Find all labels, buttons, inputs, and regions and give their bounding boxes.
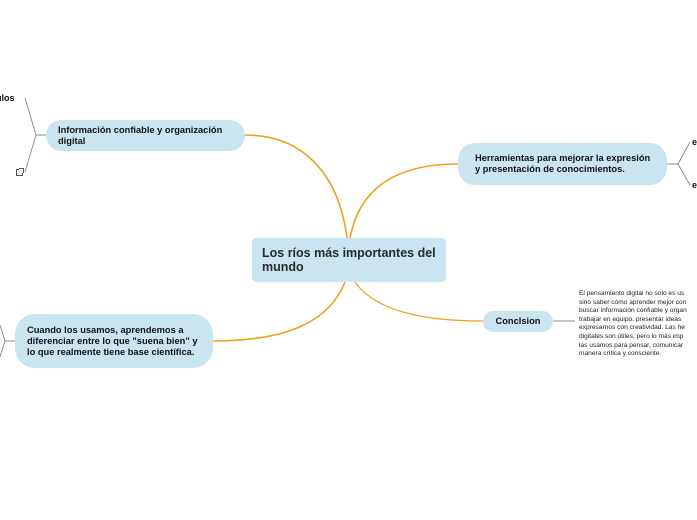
central-topic-label: Los ríos más importantes del mundo — [262, 246, 436, 274]
topic-conclusion[interactable]: Conclsion — [483, 311, 553, 332]
subtopic-info-a[interactable]: ulos — [0, 93, 15, 103]
fork-usage — [0, 324, 15, 358]
topic-label: Información confiable y organización dig… — [58, 124, 223, 146]
subtopic-tools-a[interactable]: e — [692, 137, 697, 147]
conclusion-note[interactable]: El pensamiento digital no solo es us sin… — [579, 290, 687, 358]
topic-label: Herramientas para mejorar la expresión y… — [475, 153, 651, 174]
fork-info — [24, 97, 46, 173]
central-topic[interactable]: Los ríos más importantes del mundo — [252, 238, 446, 282]
topic-label: Cuando los usamos, aprendemos a diferenc… — [27, 324, 198, 357]
topic-herramientas[interactable]: Herramientas para mejorar la expresión y… — [458, 143, 667, 185]
external-link-icon[interactable] — [16, 168, 24, 176]
fork-tools — [667, 141, 691, 186]
branch-conclusion — [354, 281, 484, 322]
topic-label: Conclsion — [495, 316, 541, 326]
topic-informacion-confiable[interactable]: Información confiable y organización dig… — [46, 120, 245, 151]
topic-cuando-los-usamos[interactable]: Cuando los usamos, aprendemos a diferenc… — [15, 314, 213, 368]
branch-usage — [212, 281, 346, 342]
branch-tools — [349, 163, 459, 239]
branch-info — [244, 134, 348, 239]
subtopic-tools-b[interactable]: e — [692, 180, 697, 190]
